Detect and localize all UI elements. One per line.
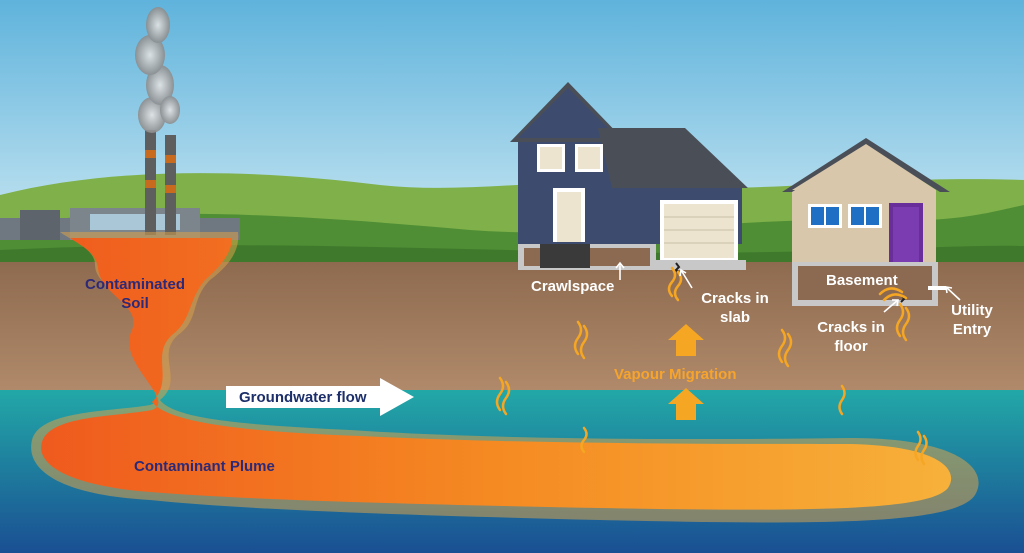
contaminant-plume xyxy=(31,232,979,523)
utility-entry-label: Utility Entry xyxy=(940,301,1004,339)
groundwater-flow-label: Groundwater flow xyxy=(239,389,367,406)
cracks-in-floor-line-1: Cracks in xyxy=(817,319,885,336)
hills xyxy=(0,173,1024,280)
contaminated-soil-line-2: Soil xyxy=(121,295,149,312)
vapour-migration-label: Vapour Migration xyxy=(614,366,737,383)
vapour-arrow-lower xyxy=(668,388,704,420)
vapour-wisps xyxy=(495,266,928,466)
smoke-plume xyxy=(135,7,180,133)
basement-label: Basement xyxy=(826,272,898,289)
cracks-in-slab-line-1: Cracks in xyxy=(701,290,769,307)
utility-entry-line-2: Entry xyxy=(952,321,992,338)
house-basement xyxy=(782,138,950,306)
cracks-in-floor-label: Cracks in floor xyxy=(806,318,896,356)
contaminant-plume-label: Contaminant Plume xyxy=(134,458,275,475)
vapour-arrow-upper xyxy=(668,324,704,356)
cracks-in-floor-line-2: floor xyxy=(834,338,868,355)
house-crawlspace xyxy=(510,82,748,270)
contaminated-soil-line-1: Contaminated xyxy=(84,276,185,293)
cracks-in-slab-line-2: slab xyxy=(719,309,750,326)
utility-entry-line-1: Utility xyxy=(951,302,993,319)
cracks-in-slab-label: Cracks in slab xyxy=(690,289,780,327)
pointer-arrows xyxy=(615,261,961,313)
contaminated-soil-label: Contaminated Soil xyxy=(80,275,190,313)
crawlspace-label: Crawlspace xyxy=(531,278,615,295)
groundwater-flow-arrow xyxy=(226,378,414,416)
